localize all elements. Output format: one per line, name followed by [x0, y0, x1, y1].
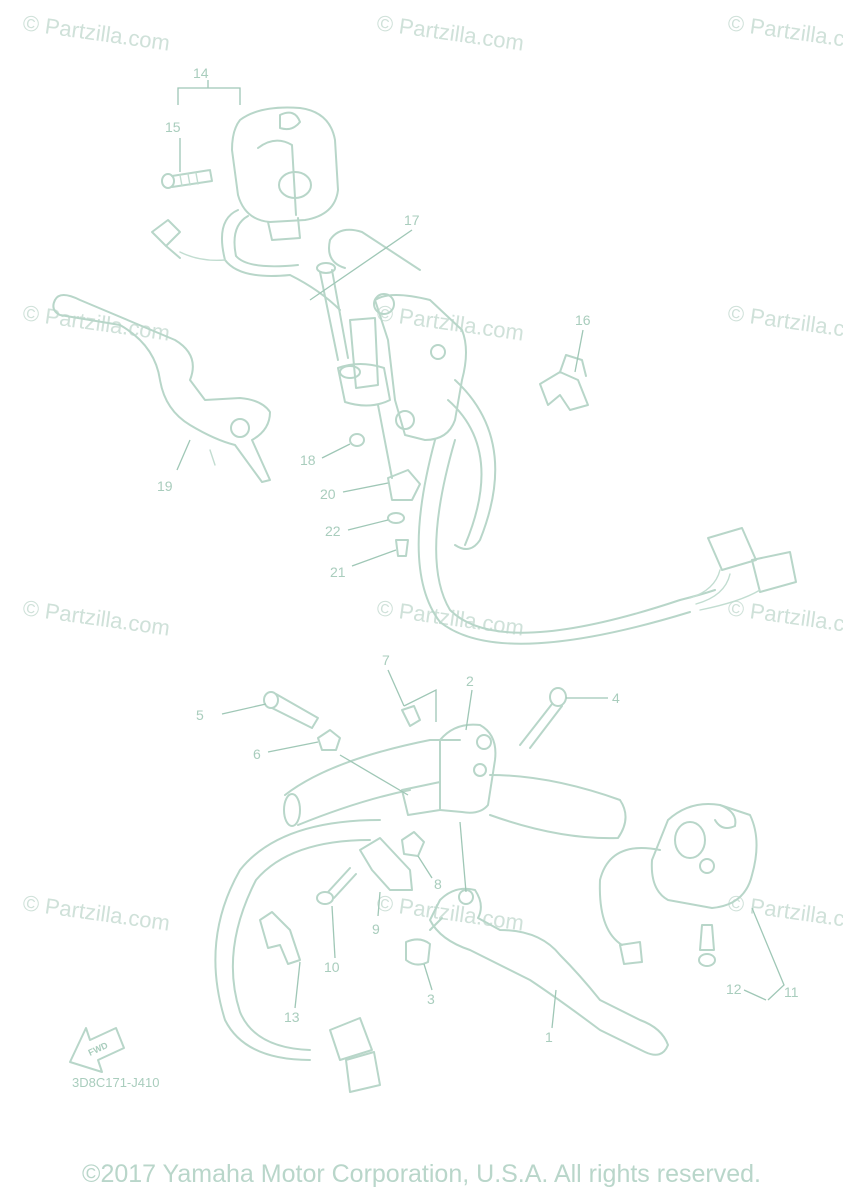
watermarks: © Partzilla.com © Partzilla.com © Partzi…	[21, 10, 843, 935]
lever-holder	[401, 723, 497, 816]
callouts: 14 15 17 16 18 19 20 22 21 7 2 4 5 6 8 9…	[157, 65, 799, 1045]
watermark: © Partzilla.com	[375, 10, 525, 55]
callout-15: 15	[165, 119, 181, 135]
callout-5: 5	[196, 707, 204, 723]
callout-17: 17	[404, 212, 420, 228]
callout-9: 9	[372, 921, 380, 937]
upper-assembly	[52, 106, 797, 645]
watermark: © Partzilla.com	[375, 300, 525, 345]
clamp-13	[259, 911, 301, 965]
watermark: © Partzilla.com	[726, 595, 843, 640]
callout-13: 13	[284, 1009, 300, 1025]
watermark: © Partzilla.com	[21, 595, 171, 640]
nut-8	[401, 831, 425, 857]
left-switch-wire	[598, 847, 661, 965]
screw-10	[316, 867, 357, 905]
brake-master-cylinder	[337, 293, 467, 441]
nut-18	[349, 433, 365, 447]
bracket-9	[359, 837, 413, 891]
connector-right	[689, 527, 797, 611]
nut-6	[317, 729, 341, 751]
callout-10: 10	[324, 959, 340, 975]
callout-2: 2	[466, 673, 474, 689]
left-switch-housing	[650, 803, 758, 909]
screw-15	[161, 169, 213, 189]
diagram-code: 3D8C171-J410	[72, 1075, 159, 1090]
callout-7: 7	[382, 652, 390, 668]
callout-11: 11	[784, 984, 799, 1000]
screw-12	[698, 924, 716, 967]
watermark: © Partzilla.com	[375, 595, 525, 640]
connector-bottom	[329, 1017, 381, 1093]
screw-21	[395, 539, 409, 557]
callout-20: 20	[320, 486, 336, 502]
callout-21: 21	[330, 564, 346, 580]
callout-12: 12	[726, 981, 742, 997]
switch-20	[377, 404, 421, 501]
leader-lines	[176, 80, 785, 1029]
lower-assembly: FWD	[69, 687, 758, 1093]
pivot-bolt-17	[316, 262, 379, 389]
front-brake-lever	[52, 294, 271, 483]
callout-6: 6	[253, 746, 261, 762]
bolt-5	[263, 691, 319, 729]
callout-18: 18	[300, 452, 316, 468]
callout-16: 16	[575, 312, 591, 328]
bolt-7	[401, 705, 421, 727]
callout-4: 4	[612, 690, 620, 706]
screw-4	[519, 687, 567, 749]
watermark: © Partzilla.com	[726, 300, 843, 345]
callout-3: 3	[427, 991, 435, 1007]
callout-19: 19	[157, 478, 173, 494]
callout-14: 14	[193, 65, 209, 81]
handlebar	[283, 739, 627, 840]
callout-22: 22	[325, 523, 341, 539]
watermark: © Partzilla.com	[726, 890, 843, 935]
washer-22	[387, 512, 405, 524]
switch-wire	[151, 209, 341, 311]
collar-3	[405, 938, 431, 966]
throttle-grip	[328, 228, 421, 271]
watermark: © Partzilla.com	[726, 10, 843, 55]
copyright-notice: ©2017 Yamaha Motor Corporation, U.S.A. A…	[82, 1160, 761, 1188]
watermark: © Partzilla.com	[375, 890, 525, 935]
callout-1: 1	[545, 1029, 553, 1045]
brake-hose	[417, 379, 716, 645]
fwd-arrow-icon: FWD	[69, 1027, 125, 1073]
watermark: © Partzilla.com	[21, 10, 171, 55]
right-switch-housing	[231, 106, 339, 241]
callout-8: 8	[434, 876, 442, 892]
watermark: © Partzilla.com	[21, 890, 171, 935]
clamp-16	[539, 354, 589, 411]
clutch-switch-wire	[214, 819, 381, 1061]
